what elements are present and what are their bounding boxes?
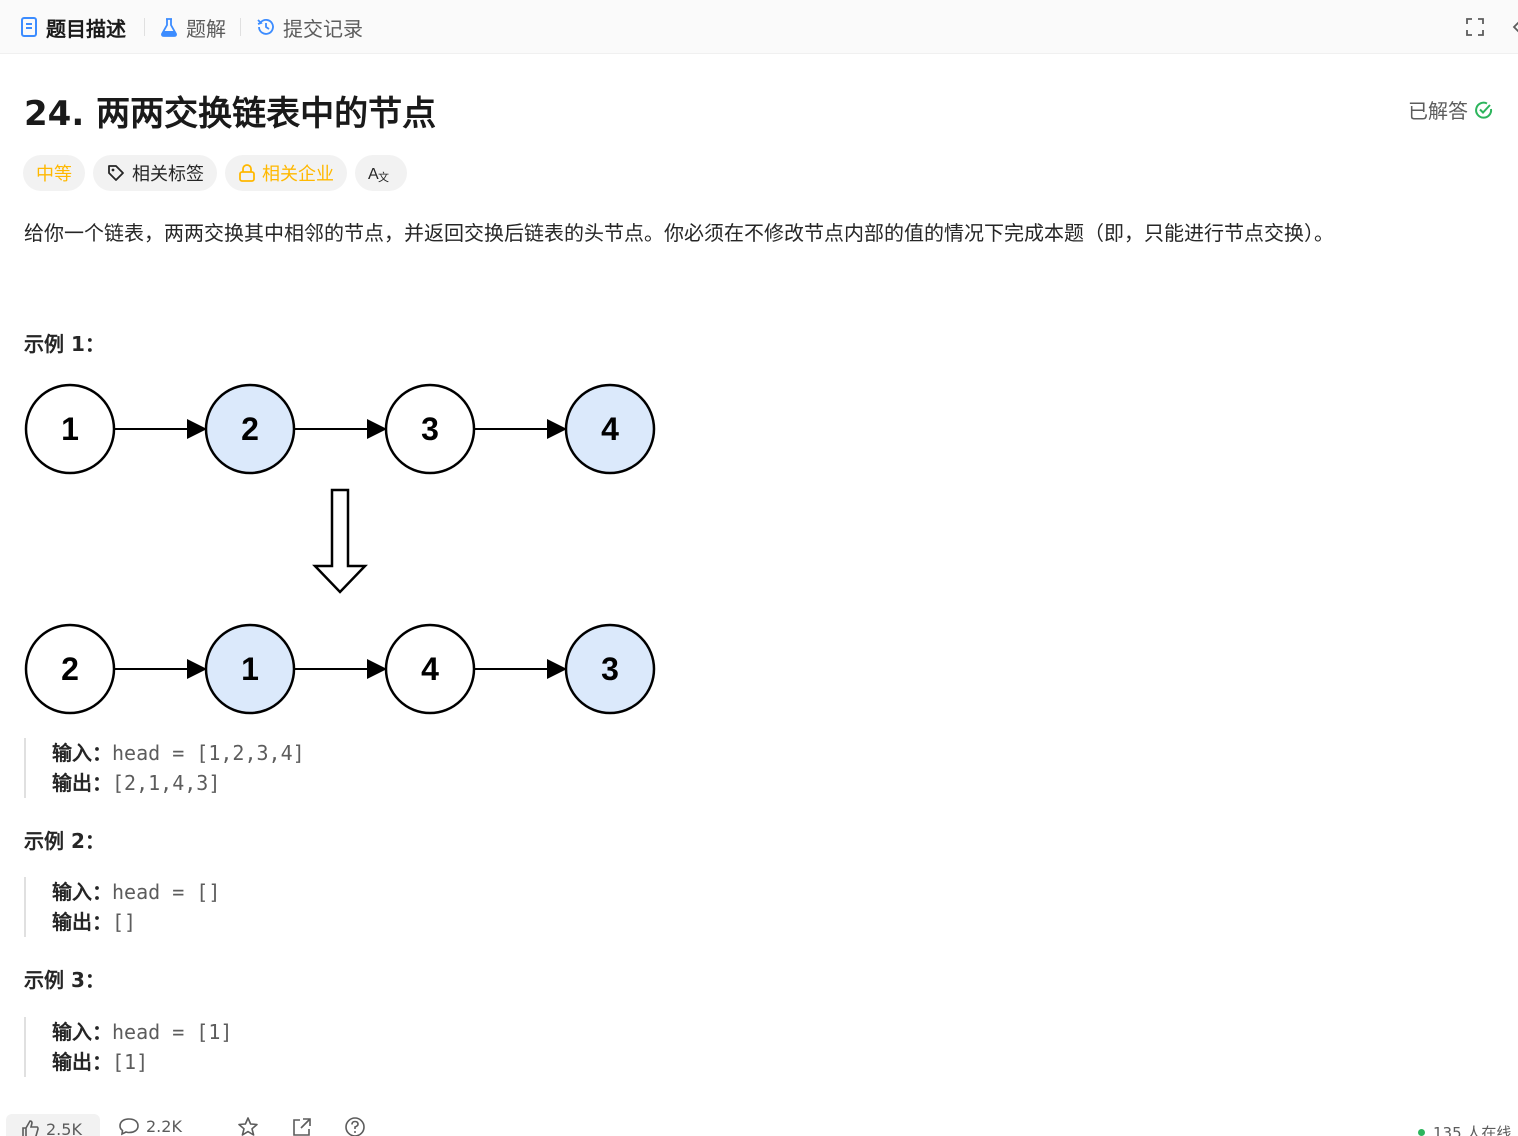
bottom-action-bar: 2.5K 2.2K 135 人在线	[0, 1108, 1518, 1136]
svg-text:文: 文	[378, 170, 389, 183]
lock-icon	[239, 164, 255, 182]
linked-list-diagram: 1 2 3 4 2 1 4 3	[20, 378, 660, 722]
chevron-left-icon[interactable]	[1502, 15, 1518, 39]
fullscreen-icon[interactable]	[1463, 15, 1487, 39]
input-label: 输入：	[52, 741, 112, 765]
tab-divider	[144, 18, 145, 36]
share-icon[interactable]	[291, 1116, 313, 1136]
example-output: 输出：[]	[52, 907, 220, 937]
output-label: 输出：	[52, 910, 112, 934]
example-output: 输出：[1]	[52, 1047, 232, 1077]
example-block: 输入：head = [1,2,3,4] 输出：[2,1,4,3]	[24, 738, 305, 798]
example-block: 输入：head = [1] 输出：[1]	[24, 1017, 232, 1077]
star-icon[interactable]	[237, 1116, 259, 1136]
svg-text:A: A	[368, 166, 379, 183]
solved-status: 已解答	[1408, 95, 1494, 124]
input-value: head = [1,2,3,4]	[112, 741, 305, 765]
comments-button[interactable]: 2.2K	[118, 1116, 182, 1136]
list-node-label: 4	[421, 651, 439, 687]
output-value: [1]	[112, 1050, 149, 1074]
list-node-label: 1	[61, 411, 79, 447]
input-value: head = [1]	[112, 1020, 233, 1044]
example-title: 示例 1：	[24, 332, 105, 356]
output-value: []	[112, 910, 137, 934]
comment-count: 2.2K	[146, 1116, 182, 1136]
example-input: 输入：head = [1]	[52, 1017, 232, 1047]
check-circle-icon	[1475, 101, 1493, 119]
tab-label: 提交记录	[283, 16, 363, 41]
list-node-circle	[24, 383, 116, 475]
list-node-label: 2	[61, 651, 79, 687]
difficulty-badge: 中等	[23, 155, 85, 191]
example-input: 输入：head = []	[52, 877, 220, 907]
input-label: 输入：	[52, 880, 112, 904]
tab-solutions[interactable]: 题解	[158, 12, 226, 42]
tab-bar: 题目描述 题解 提交记录	[0, 0, 1518, 54]
like-count: 2.5K	[46, 1119, 82, 1136]
list-node-circle	[24, 623, 116, 715]
output-value: [2,1,4,3]	[112, 771, 221, 795]
output-label: 输出：	[52, 1050, 112, 1074]
list-node-circle	[384, 383, 476, 475]
tab-label: 题目描述	[46, 16, 126, 41]
tab-description[interactable]: 题目描述	[18, 12, 126, 42]
problem-title: 24. 两两交换链表中的节点	[24, 94, 437, 134]
example-title: 示例 3：	[24, 968, 105, 992]
list-node-label: 3	[421, 411, 439, 447]
list-node-label: 3	[601, 651, 619, 687]
history-icon	[255, 16, 277, 38]
tab-divider	[240, 18, 241, 36]
list-node-label: 1	[241, 651, 259, 687]
online-count: 135 人在线	[1433, 1124, 1512, 1136]
online-indicator: 135 人在线	[1418, 1122, 1511, 1136]
flask-icon	[158, 16, 180, 38]
related-tags-button[interactable]: 相关标签	[93, 155, 217, 191]
list-node-circle	[564, 383, 656, 475]
list-node-label: 4	[601, 411, 619, 447]
list-before: 1 2 3 4	[24, 383, 656, 475]
list-node-circle	[204, 623, 296, 715]
list-node-circle	[204, 383, 296, 475]
related-companies-label: 相关企业	[262, 164, 334, 185]
problem-description: 给你一个链表，两两交换其中相邻的节点，并返回交换后链表的头节点。你必须在不修改节…	[24, 221, 1334, 245]
down-arrow-icon	[312, 488, 368, 594]
tab-submissions[interactable]: 提交记录	[255, 12, 363, 42]
output-label: 输出：	[52, 771, 112, 795]
example-output: 输出：[2,1,4,3]	[52, 768, 305, 798]
example-input: 输入：head = [1,2,3,4]	[52, 738, 305, 768]
list-after: 2 1 4 3	[24, 623, 656, 715]
related-tags-label: 相关标签	[132, 164, 204, 185]
list-node-circle	[384, 623, 476, 715]
tab-label: 题解	[186, 16, 226, 41]
tag-icon	[108, 165, 124, 181]
thumbs-up-icon	[22, 1120, 39, 1136]
description-icon	[18, 16, 40, 38]
difficulty-label: 中等	[36, 164, 72, 185]
input-value: head = []	[112, 880, 221, 904]
comment-icon	[119, 1118, 139, 1136]
list-node-label: 2	[241, 411, 259, 447]
help-icon[interactable]	[344, 1116, 366, 1136]
example-title: 示例 2：	[24, 829, 105, 853]
example-block: 输入：head = [] 输出：[]	[24, 877, 220, 937]
linked-list-svg: 1 2 3 4 2 1 4 3	[24, 383, 656, 715]
like-button[interactable]: 2.5K	[6, 1114, 100, 1136]
solved-label: 已解答	[1408, 99, 1468, 123]
list-node-circle	[564, 623, 656, 715]
related-companies-button[interactable]: 相关企业	[225, 155, 347, 191]
online-dot	[1418, 1129, 1425, 1136]
input-label: 输入：	[52, 1020, 112, 1044]
